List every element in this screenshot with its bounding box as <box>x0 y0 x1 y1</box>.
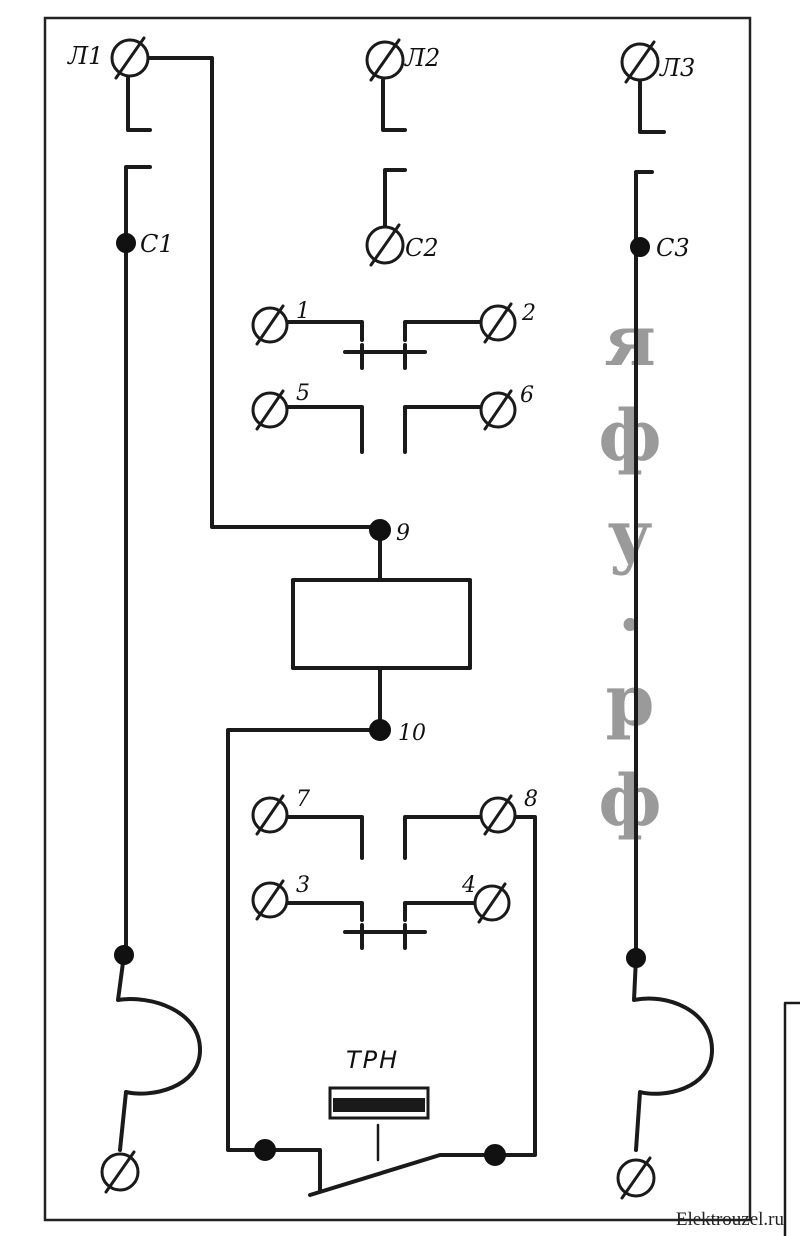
contact-6-arm <box>403 405 487 454</box>
label-c2: С2 <box>405 234 439 262</box>
label-terminal-6: 6 <box>520 383 534 408</box>
adjacent-frame-corner <box>783 1001 800 1236</box>
terminal-10-left-wire <box>226 728 382 1152</box>
contact-5-arm <box>283 405 364 454</box>
label-terminal-7: 7 <box>296 787 310 812</box>
watermark-char-4: . <box>618 564 642 647</box>
trn-left-lead <box>263 1148 322 1192</box>
label-l3: Л3 <box>659 54 695 82</box>
terminal-6 <box>479 389 517 431</box>
contact-1-arm <box>283 320 364 342</box>
terminal-2 <box>479 302 517 344</box>
terminal-5 <box>251 389 289 431</box>
terminal-l1 <box>110 36 150 80</box>
contact-4-arm <box>403 901 487 922</box>
l2-contact-top <box>381 78 407 132</box>
terminal-3 <box>251 879 289 921</box>
terminal-l3 <box>620 40 660 84</box>
trn-switch-blade <box>308 1153 497 1197</box>
contact-3-arm <box>283 901 364 922</box>
watermark-char-2: ф <box>598 394 661 477</box>
node-trn-left <box>254 1139 276 1161</box>
c2-contact-bottom <box>383 168 407 232</box>
trn-element <box>328 1086 430 1120</box>
terminal-7 <box>251 794 289 836</box>
watermark-char-1: я <box>604 299 656 382</box>
contact-1-2-bridge <box>343 343 427 370</box>
terminal-l2 <box>365 38 405 82</box>
contact-7-arm <box>283 815 364 860</box>
label-terminal-5: 5 <box>296 381 310 406</box>
terminal-bottom-left <box>100 1150 140 1194</box>
terminal-4 <box>473 882 511 924</box>
watermark: я ф у . р ф <box>598 299 661 842</box>
phase-1-path <box>116 56 382 1152</box>
trn-bimetal <box>333 1098 425 1112</box>
node-c1-bottom <box>114 945 134 965</box>
lower-circuit <box>226 728 537 1197</box>
contact-3-4-bridge <box>343 923 427 950</box>
credit-text: Elektrouzel.ru <box>676 1209 785 1230</box>
phase-2-path <box>381 78 407 232</box>
node-10 <box>369 719 391 741</box>
terminal-bottom-right <box>616 1156 656 1200</box>
diagram-frame <box>43 16 752 1222</box>
label-terminal-9: 9 <box>396 521 410 546</box>
label-terminal-1: 1 <box>296 299 310 324</box>
label-terminal-2: 2 <box>521 301 536 326</box>
node-c1 <box>116 233 136 253</box>
contact-2-arm <box>403 320 487 342</box>
terminal-1 <box>251 304 289 346</box>
label-terminal-3: 3 <box>296 873 310 898</box>
watermark-char-5: р <box>606 659 655 742</box>
node-c3 <box>630 237 650 257</box>
label-terminal-4: 4 <box>461 873 476 898</box>
contact-7-8 <box>283 815 487 860</box>
watermark-char-6: ф <box>598 759 661 842</box>
l1-contact-top <box>126 76 152 132</box>
label-terminal-10: 10 <box>398 721 426 746</box>
label-c3: С3 <box>656 234 690 262</box>
label-c1: С1 <box>140 230 174 258</box>
terminal-c2 <box>365 223 405 267</box>
label-l1: Л1 <box>67 42 103 70</box>
c1-vertical-wire <box>124 165 152 957</box>
contact-5-6 <box>283 405 487 454</box>
contact-1-2 <box>283 320 487 370</box>
label-l2: Л2 <box>404 44 440 72</box>
node-trn-right <box>484 1144 506 1166</box>
c3-winding-loop <box>632 956 714 1152</box>
trn-right-wire <box>493 815 537 1157</box>
node-9 <box>369 519 391 541</box>
relay-coil <box>291 525 472 732</box>
watermark-char-3: у <box>608 494 653 577</box>
label-trn: ТРН <box>346 1046 399 1074</box>
contact-3-4 <box>283 901 487 950</box>
phase-3-path <box>632 78 714 1152</box>
node-c3-bottom <box>626 948 646 968</box>
coil-box <box>291 578 472 670</box>
l1-to-terminal-9-wire <box>148 56 382 529</box>
terminal-8 <box>479 794 517 836</box>
label-terminal-8: 8 <box>524 787 538 812</box>
c3-vertical-wire <box>634 170 654 960</box>
contact-8-arm <box>403 815 487 860</box>
l3-contact-top <box>638 78 666 134</box>
c1-winding-loop <box>116 953 202 1152</box>
